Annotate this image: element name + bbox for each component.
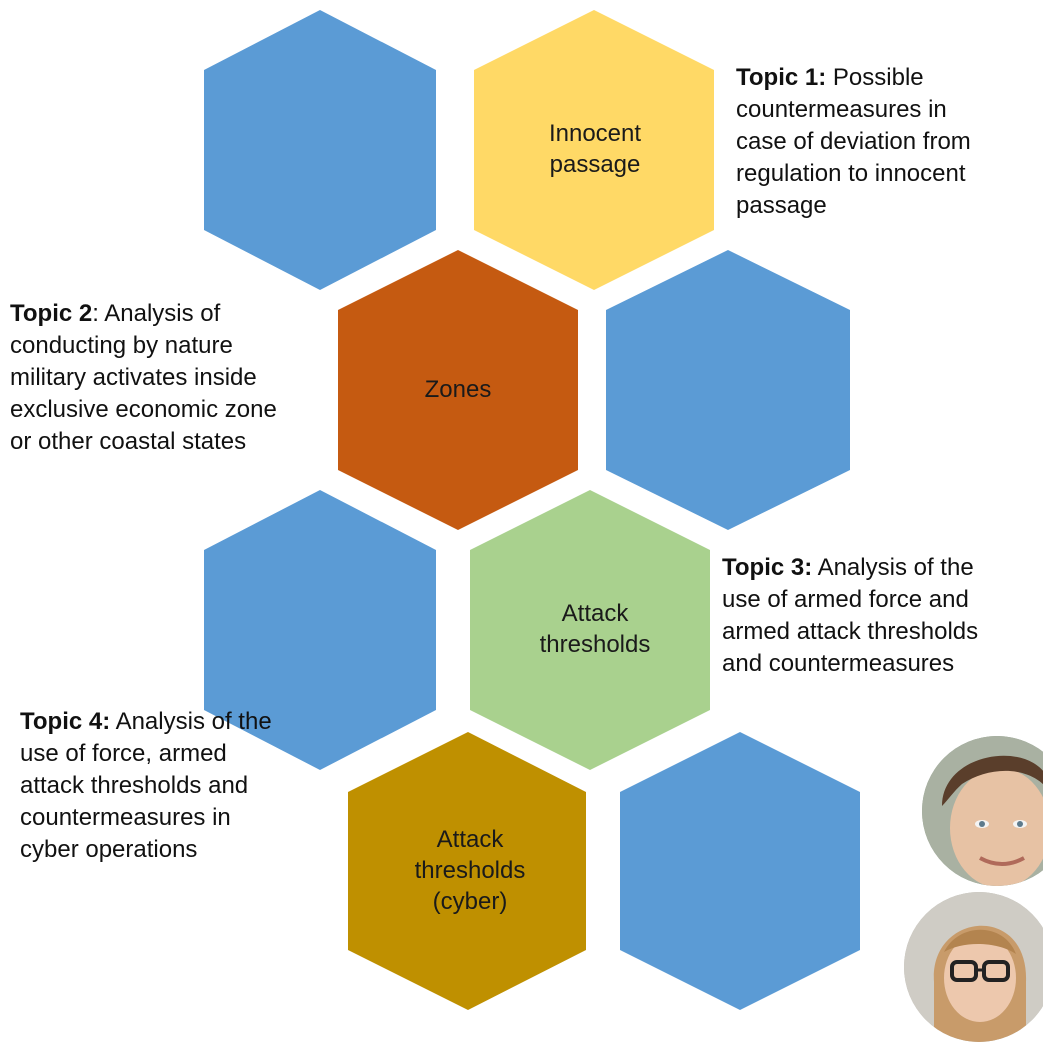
portrait-woman-icon	[904, 892, 1043, 1042]
topic-3-title: Topic 3:	[722, 554, 813, 581]
topic-4-title: Topic 4:	[20, 708, 111, 735]
hex-blank-3	[204, 490, 436, 770]
hex-blank-4	[620, 732, 860, 1010]
avatar-man	[922, 736, 1043, 886]
hex-label-zones: Zones	[424, 376, 492, 403]
hex-attack-thresholds-cyber	[348, 732, 586, 1010]
portrait-man-icon	[922, 736, 1043, 886]
hex-innocent-passage	[474, 10, 714, 290]
hex-blank-1	[204, 10, 436, 290]
hex-zones	[338, 250, 578, 530]
topic-1-title: Topic 1:	[736, 64, 827, 91]
hex-attack-thresholds	[470, 490, 710, 770]
avatar-woman	[904, 892, 1043, 1042]
hex-blank-2	[606, 250, 850, 530]
topic-2-title: Topic 2	[10, 300, 93, 327]
hexagon-diagram	[204, 10, 860, 1010]
